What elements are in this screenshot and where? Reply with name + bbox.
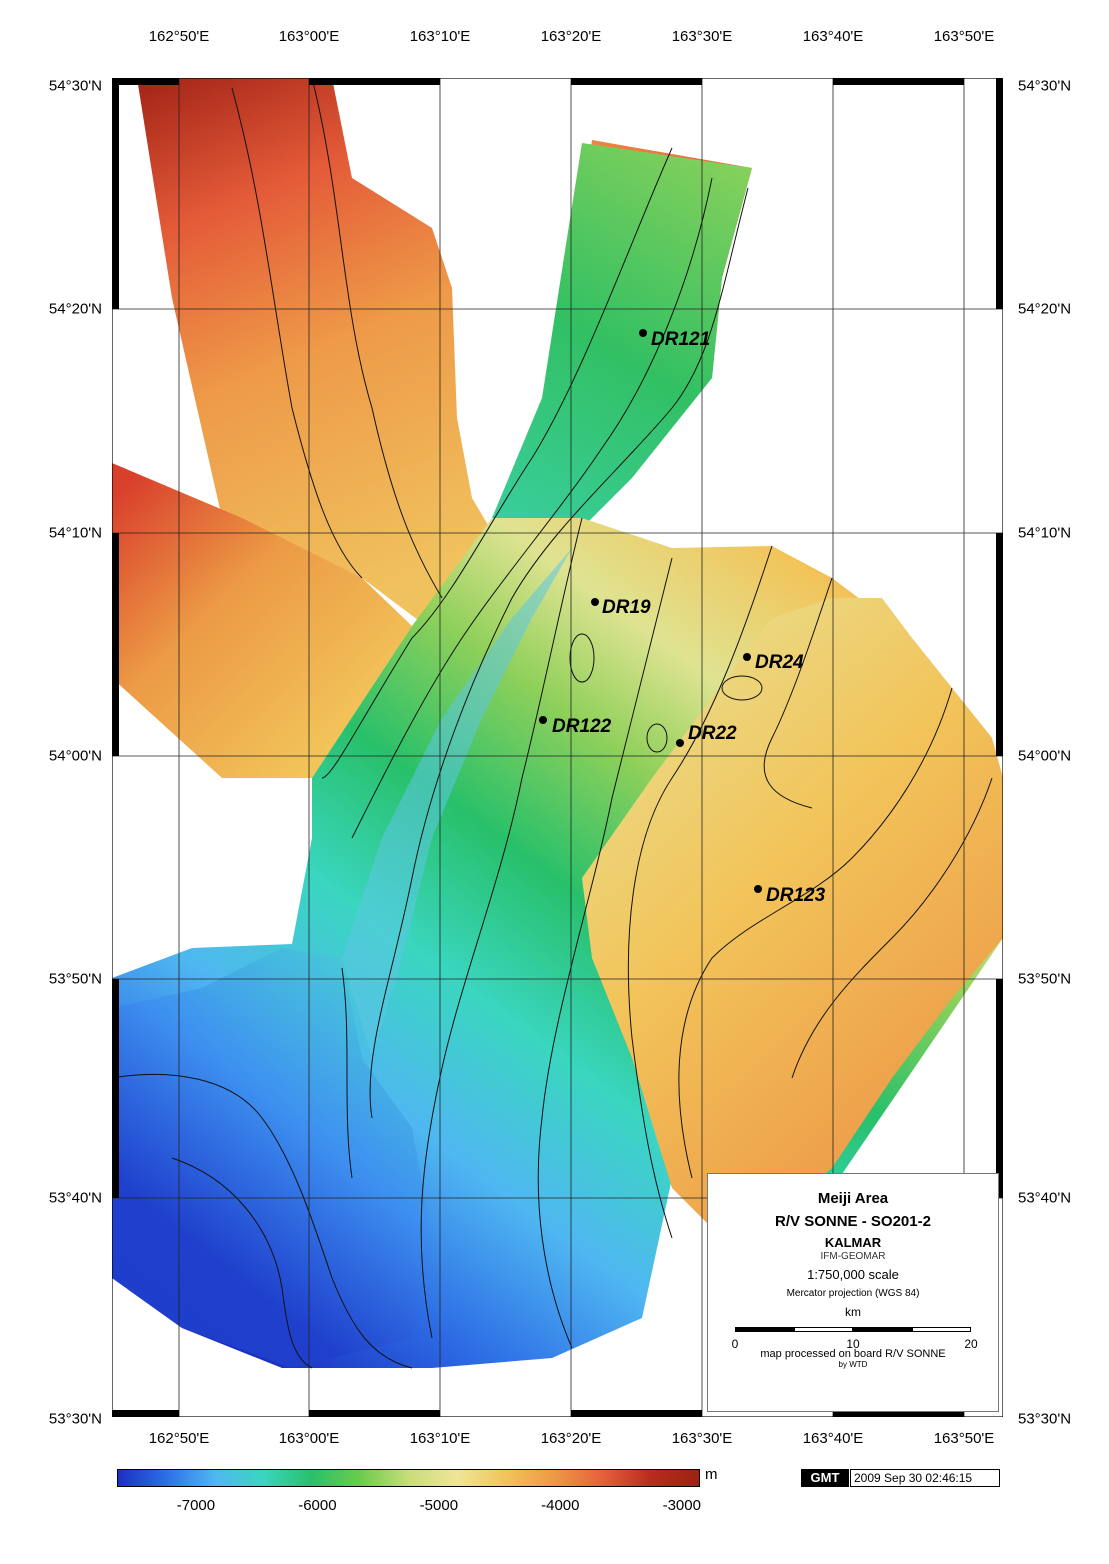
legend-title: Meiji Area	[817, 1190, 889, 1207]
scale-tick: 0	[731, 1337, 739, 1351]
lat-label-left: 53°30'N	[48, 1410, 102, 1428]
lat-label-right: 53°30'N	[1018, 1410, 1072, 1428]
bathymetry-map[interactable]	[112, 78, 1003, 1417]
legend-scale-unit: km	[845, 1305, 861, 1319]
lat-label-right: 53°40'N	[1018, 1189, 1072, 1207]
scale-tick: 20	[964, 1337, 978, 1351]
legend-scale: 1:750,000 scale	[807, 1267, 899, 1282]
lon-label-top: 163°50'E	[933, 28, 995, 45]
scale-bar-segment	[794, 1327, 853, 1332]
legend-project: KALMAR	[824, 1235, 882, 1250]
lat-label-left: 54°30'N	[48, 77, 102, 95]
southwest-deep-basin	[112, 948, 432, 1368]
site-marker-dr122[interactable]	[539, 716, 547, 724]
frame-ticks	[112, 78, 1003, 1417]
scale-bar-segment	[735, 1327, 794, 1332]
lon-label-top: 163°40'E	[802, 28, 864, 45]
lon-label-top: 162°50'E	[148, 28, 210, 45]
lon-label-bottom: 163°20'E	[540, 1430, 602, 1447]
lat-label-left: 53°50'N	[48, 970, 102, 988]
lon-label-bottom: 163°10'E	[409, 1430, 471, 1447]
lat-label-left: 54°00'N	[48, 747, 102, 765]
lon-label-bottom: 163°30'E	[671, 1430, 733, 1447]
nw-survey-swath	[137, 78, 497, 638]
site-label-dr19: DR19	[602, 597, 651, 618]
map-legend: Meiji Area R/V SONNE - SO201-2 KALMAR IF…	[707, 1173, 999, 1412]
colorbar-tick: -4000	[541, 1497, 580, 1514]
lat-label-right: 54°20'N	[1018, 300, 1072, 318]
legend-institute: IFM-GEOMAR	[820, 1251, 886, 1262]
lat-label-right: 54°10'N	[1018, 524, 1072, 542]
ne-survey-swath	[482, 143, 752, 598]
east-survey-block	[582, 598, 1003, 1238]
lat-label-left: 54°10'N	[48, 524, 102, 542]
scale-bar-segment	[912, 1327, 971, 1332]
colorbar-tick: -5000	[419, 1497, 459, 1514]
lat-label-left: 54°20'N	[48, 300, 102, 318]
scale-bar: 0 10 20	[732, 1324, 978, 1351]
colorbar-unit: m	[705, 1466, 718, 1483]
lon-label-bottom: 163°00'E	[278, 1430, 340, 1447]
site-marker-dr22[interactable]	[676, 739, 684, 747]
site-label-dr121: DR121	[651, 329, 711, 350]
colorbar-tick: -6000	[298, 1497, 337, 1514]
colorbar-tick: -3000	[662, 1497, 701, 1514]
legend-author: by WTD	[838, 1360, 868, 1369]
site-label-dr24: DR24	[755, 652, 804, 673]
legend-credit: map processed on board R/V SONNE	[760, 1348, 946, 1360]
site-label-dr123: DR123	[766, 885, 826, 906]
site-label-dr22: DR22	[688, 723, 737, 744]
lat-label-left: 53°40'N	[48, 1189, 102, 1207]
timestamp: 2009 Sep 30 02:46:15	[850, 1469, 1000, 1487]
west-survey-block	[112, 463, 412, 778]
depth-colorbar	[117, 1469, 700, 1487]
scale-bar-segment	[853, 1327, 912, 1332]
lon-label-top: 163°10'E	[409, 28, 471, 45]
trench-axis	[342, 548, 572, 1058]
lon-label-bottom: 163°40'E	[802, 1430, 864, 1447]
legend-ship: R/V SONNE - SO201-2	[775, 1213, 931, 1230]
lon-label-top: 163°20'E	[540, 28, 602, 45]
gmt-logo: GMT	[801, 1469, 849, 1487]
lat-label-right: 54°00'N	[1018, 747, 1072, 765]
colorbar-tick: -7000	[176, 1497, 216, 1514]
legend-projection: Mercator projection (WGS 84)	[786, 1288, 920, 1299]
site-marker-dr121[interactable]	[639, 329, 647, 337]
site-label-dr122: DR122	[552, 716, 612, 737]
site-marker-dr19[interactable]	[591, 598, 599, 606]
lon-label-bottom: 163°50'E	[933, 1430, 995, 1447]
lat-label-right: 53°50'N	[1018, 970, 1072, 988]
site-marker-dr123[interactable]	[754, 885, 762, 893]
scale-tick: 10	[846, 1337, 860, 1351]
lon-label-bottom: 162°50'E	[148, 1430, 210, 1447]
lat-label-right: 54°30'N	[1018, 77, 1072, 95]
lon-label-top: 163°30'E	[671, 28, 733, 45]
lon-label-top: 163°00'E	[278, 28, 340, 45]
site-marker-dr24[interactable]	[743, 653, 751, 661]
